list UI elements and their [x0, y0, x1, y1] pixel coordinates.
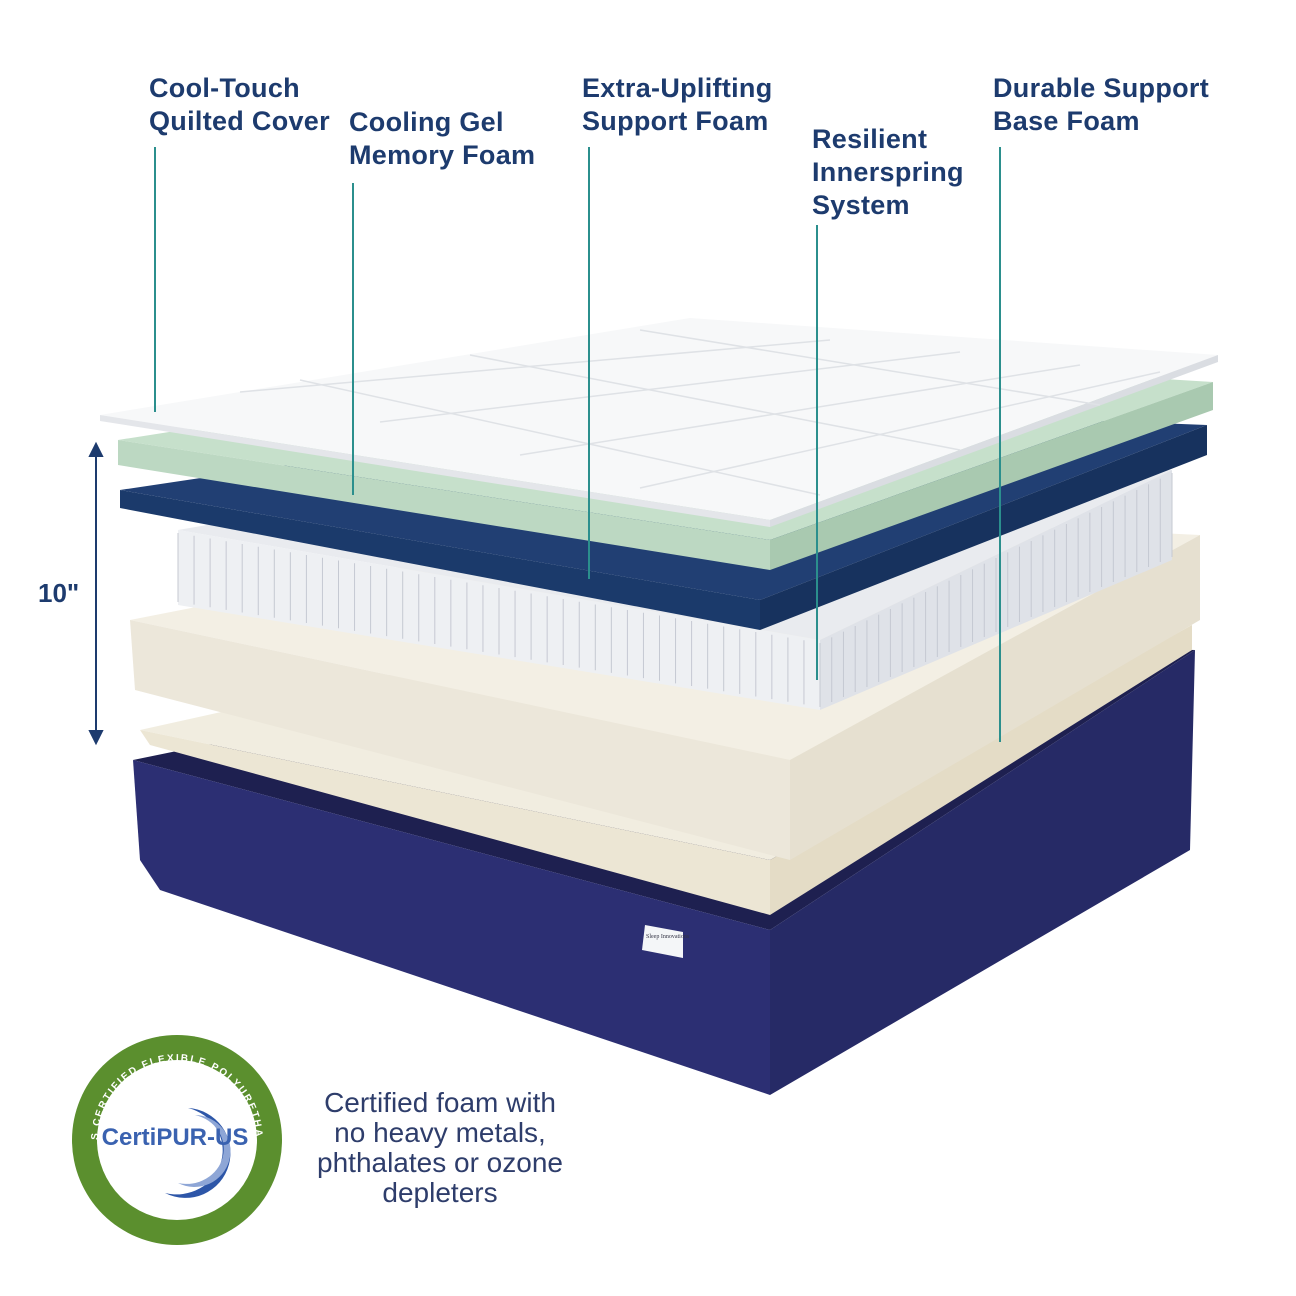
- leader-line-cover: [154, 147, 156, 412]
- leader-line-base: [999, 147, 1001, 742]
- certipur-seal-logo: CONTAINS CERTIFIED FLEXIBLE POLYURETHANE…: [70, 1033, 282, 1245]
- label-cool-touch-cover: Cool-Touch Quilted Cover: [149, 73, 330, 136]
- label-cooling-gel: Cooling Gel Memory Foam: [349, 107, 536, 170]
- height-dimension-arrow: [88, 441, 104, 746]
- label-support-foam: Extra-Uplifting Support Foam: [582, 73, 773, 136]
- leader-line-gel: [352, 183, 354, 495]
- label-innerspring: Resilient Innerspring System: [812, 124, 964, 220]
- brand-tag-text: Sleep Innovations: [646, 934, 690, 940]
- height-label: 10": [38, 578, 80, 608]
- label-base-foam: Durable Support Base Foam: [993, 73, 1210, 136]
- quilted-cover-layer: [100, 318, 1218, 527]
- leader-line-spring: [816, 225, 818, 680]
- svg-text:CertiPUR-US: CertiPUR-US: [102, 1124, 249, 1151]
- brand-tag: [642, 925, 683, 958]
- certification-description: Certified foam with no heavy metals, pht…: [317, 1087, 563, 1208]
- leader-line-support: [588, 147, 590, 579]
